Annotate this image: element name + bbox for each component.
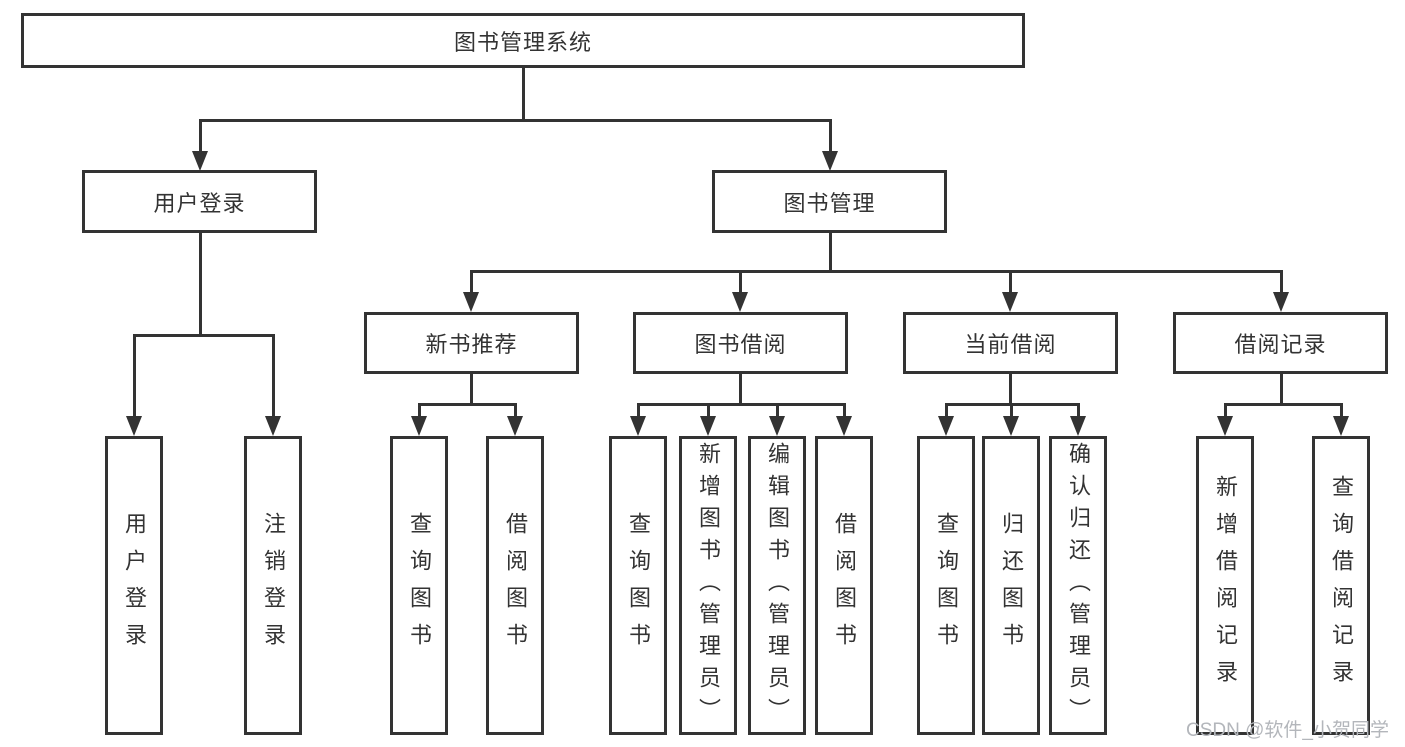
connector-line <box>1009 374 1012 406</box>
arrow-down-icon <box>1333 416 1349 436</box>
arrow-down-icon <box>463 292 479 312</box>
connector-line <box>1077 403 1080 417</box>
leaf-add-borrow-record-label: 新增借阅记录 <box>1213 474 1238 697</box>
arrow-down-icon <box>630 416 646 436</box>
connector-line <box>776 403 779 417</box>
node-book-management: 图书管理 <box>712 170 947 233</box>
node-book-borrow-label: 图书借阅 <box>694 332 787 357</box>
arrow-down-icon <box>507 416 523 436</box>
node-new-book-recommend: 新书推荐 <box>364 312 579 374</box>
node-borrow-records-label: 借阅记录 <box>1234 332 1327 357</box>
leaf-logout: 注销登录 <box>244 436 302 735</box>
leaf-edit-book-admin-label: 编辑图书（管理员） <box>765 441 790 730</box>
leaf-return-book-label: 归还图书 <box>999 511 1024 660</box>
connector-line <box>470 270 1282 273</box>
connector-line <box>418 403 421 417</box>
leaf-logout-label: 注销登录 <box>261 511 286 660</box>
leaf-confirm-return-admin-label: 确认归还（管理员） <box>1066 441 1091 730</box>
arrow-down-icon <box>938 416 954 436</box>
connector-line <box>470 374 473 406</box>
connector-line <box>1280 270 1283 293</box>
leaf-borrow-books-label: 借阅图书 <box>832 511 857 660</box>
connector-line <box>522 68 525 121</box>
connector-line <box>514 403 517 417</box>
arrow-down-icon <box>1003 416 1019 436</box>
leaf-edit-book-admin: 编辑图书（管理员） <box>748 436 806 735</box>
leaf-add-book-admin-label: 新增图书（管理员） <box>696 441 721 730</box>
leaf-query-books-borrow: 查询图书 <box>609 436 667 735</box>
connector-line <box>418 403 516 406</box>
connector-line <box>1224 403 1227 417</box>
node-current-borrow: 当前借阅 <box>903 312 1118 374</box>
leaf-query-books-recommend-label: 查询图书 <box>407 511 432 660</box>
arrow-down-icon <box>265 416 281 436</box>
connector-line <box>739 374 742 406</box>
node-new-book-recommend-label: 新书推荐 <box>425 332 518 357</box>
node-current-borrow-label: 当前借阅 <box>964 332 1057 357</box>
leaf-confirm-return-admin: 确认归还（管理员） <box>1049 436 1107 735</box>
leaf-query-borrow-record: 查询借阅记录 <box>1312 436 1370 735</box>
node-borrow-records: 借阅记录 <box>1173 312 1388 374</box>
leaf-user-login: 用户登录 <box>105 436 163 735</box>
leaf-query-books-current-label: 查询图书 <box>934 511 959 660</box>
leaf-query-books-borrow-label: 查询图书 <box>626 511 651 660</box>
connector-line <box>133 334 274 337</box>
csdn-watermark: CSDN @软件_小贺同学 <box>1186 720 1389 741</box>
node-book-borrow: 图书借阅 <box>633 312 848 374</box>
connector-line <box>470 270 473 293</box>
leaf-add-book-admin: 新增图书（管理员） <box>679 436 737 735</box>
leaf-user-login-label: 用户登录 <box>122 511 147 660</box>
connector-line <box>707 403 710 417</box>
connector-line <box>739 270 742 293</box>
connector-line <box>843 403 846 417</box>
leaf-query-books-recommend: 查询图书 <box>390 436 448 735</box>
arrow-down-icon <box>192 151 208 171</box>
connector-line <box>272 334 275 417</box>
leaf-borrow-books-recommend: 借阅图书 <box>486 436 544 735</box>
connector-line <box>637 403 845 406</box>
leaf-return-book: 归还图书 <box>982 436 1040 735</box>
connector-line <box>199 119 202 152</box>
arrow-down-icon <box>1273 292 1289 312</box>
leaf-query-books-current: 查询图书 <box>917 436 975 735</box>
leaf-add-borrow-record: 新增借阅记录 <box>1196 436 1254 735</box>
arrow-down-icon <box>836 416 852 436</box>
arrow-down-icon <box>822 151 838 171</box>
arrow-down-icon <box>700 416 716 436</box>
arrow-down-icon <box>1070 416 1086 436</box>
node-root-label: 图书管理系统 <box>453 29 592 55</box>
connector-line <box>829 233 832 272</box>
connector-line <box>637 403 640 417</box>
connector-line <box>1280 374 1283 406</box>
node-user-login-label: 用户登录 <box>153 190 246 216</box>
leaf-borrow-books-recommend-label: 借阅图书 <box>503 511 528 660</box>
arrow-down-icon <box>732 292 748 312</box>
leaf-query-borrow-record-label: 查询借阅记录 <box>1329 474 1354 697</box>
node-root: 图书管理系统 <box>21 13 1025 68</box>
connector-line <box>1340 403 1343 417</box>
arrow-down-icon <box>126 416 142 436</box>
connector-line <box>1009 270 1012 293</box>
leaf-borrow-books: 借阅图书 <box>815 436 873 735</box>
node-user-login: 用户登录 <box>82 170 317 233</box>
arrow-down-icon <box>1002 292 1018 312</box>
connector-line <box>1010 403 1013 417</box>
connector-line <box>133 334 136 417</box>
connector-line <box>829 119 832 152</box>
arrow-down-icon <box>411 416 427 436</box>
arrow-down-icon <box>1217 416 1233 436</box>
connector-line <box>945 403 948 417</box>
arrow-down-icon <box>769 416 785 436</box>
node-book-management-label: 图书管理 <box>783 190 876 216</box>
connector-line <box>199 119 831 122</box>
connector-line <box>1224 403 1342 406</box>
connector-line <box>199 233 202 336</box>
